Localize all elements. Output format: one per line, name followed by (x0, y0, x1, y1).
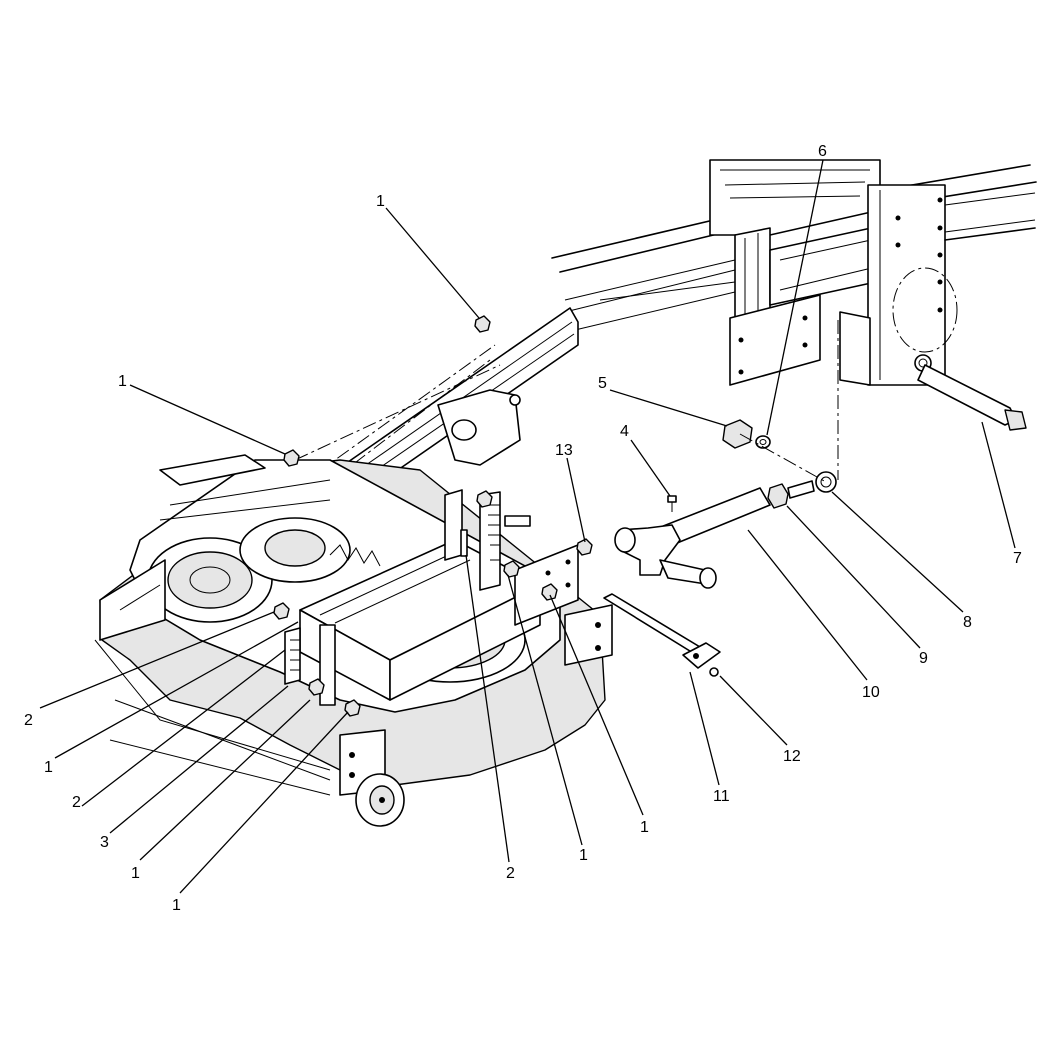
callout-label: 5 (598, 375, 607, 392)
callout-leader-lines (39, 159, 1016, 894)
callout-label: 1 (118, 373, 127, 390)
callout-label: 3 (100, 834, 109, 851)
lift-arm-assembly (614, 364, 1027, 589)
mower-deck-assembly (94, 454, 613, 827)
callout-label: 1 (131, 865, 140, 882)
callout-label: 2 (506, 865, 515, 882)
callout-label: 11 (713, 788, 730, 805)
callout-label: 9 (919, 650, 928, 667)
callout-label: 1 (44, 759, 53, 776)
callout-label: 7 (1013, 550, 1022, 567)
callout-label: 6 (818, 143, 827, 160)
callout-label: 12 (783, 748, 801, 765)
callout-label: 1 (579, 847, 588, 864)
callout-label: 8 (963, 614, 972, 631)
callout-label: 10 (862, 684, 880, 701)
callout-label: 1 (376, 193, 385, 210)
callout-label: 2 (72, 794, 81, 811)
callout-label: 2 (24, 712, 33, 729)
callout-label: 4 (620, 423, 629, 440)
pivot-pin-assembly (603, 593, 721, 677)
callout-labels: 1 1 2 1 2 3 1 1 2 1 1 13 4 5 6 7 8 9 10 … (24, 143, 1022, 914)
callout-label: 1 (640, 819, 649, 836)
frame-assembly-upper-right (551, 159, 1037, 480)
hardware-nuts (273, 315, 593, 717)
callout-label: 1 (172, 897, 181, 914)
callout-label: 13 (555, 442, 573, 459)
support-rail-left (174, 307, 579, 601)
